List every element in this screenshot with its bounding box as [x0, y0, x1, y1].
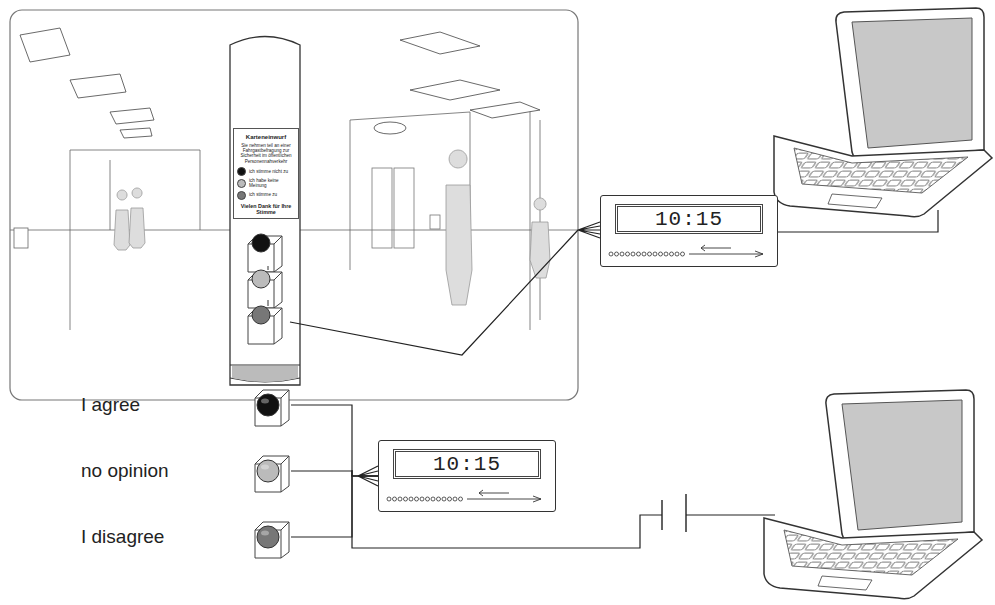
- option-text: ich stimme nicht zu: [249, 169, 288, 174]
- lcd-screen: 10:15: [615, 204, 763, 234]
- display-time: 10:15: [655, 208, 723, 231]
- sign-footer: Vielen Dank für Ihre Stimme: [237, 203, 295, 215]
- button-symbol: [249, 514, 295, 560]
- signal-wire: [291, 471, 378, 476]
- option-dot: [237, 179, 246, 188]
- option-text: ich stimme zu: [249, 192, 277, 197]
- push-button: I disagree: [75, 514, 295, 560]
- button-label: I agree: [81, 394, 140, 416]
- signal-wire: [291, 405, 378, 476]
- push-button: no opinion: [75, 448, 295, 494]
- hall-panel: [10, 10, 578, 400]
- sign-option: ich stimme nicht zu: [237, 167, 295, 176]
- sign-heading: Karteneinwurf: [237, 134, 295, 141]
- lcd-screen: 10:15: [393, 449, 541, 479]
- lcd-display: 10:15: [600, 195, 778, 267]
- display-time: 10:15: [433, 453, 501, 476]
- sign-body: Sie nehmen teil an einer Fahrgastbefragu…: [237, 143, 295, 164]
- push-button: I agree: [75, 382, 295, 428]
- sign-option: ich habe keine Meinung: [237, 178, 295, 189]
- option-text: ich habe keine Meinung: [249, 178, 295, 189]
- survey-sign: KarteneinwurfSie nehmen teil an einer Fa…: [233, 128, 299, 219]
- lcd-display: 10:15: [378, 440, 556, 512]
- button-label: no opinion: [81, 460, 169, 482]
- voting-column: [230, 37, 300, 386]
- sign-option: ich stimme zu: [237, 191, 295, 200]
- button-symbol: [249, 382, 295, 428]
- button-symbol: [249, 448, 295, 494]
- signal-wire: [291, 476, 378, 537]
- button-label: I disagree: [81, 526, 164, 548]
- option-dot: [237, 191, 246, 200]
- option-dot: [237, 167, 246, 176]
- laptop: [764, 8, 992, 599]
